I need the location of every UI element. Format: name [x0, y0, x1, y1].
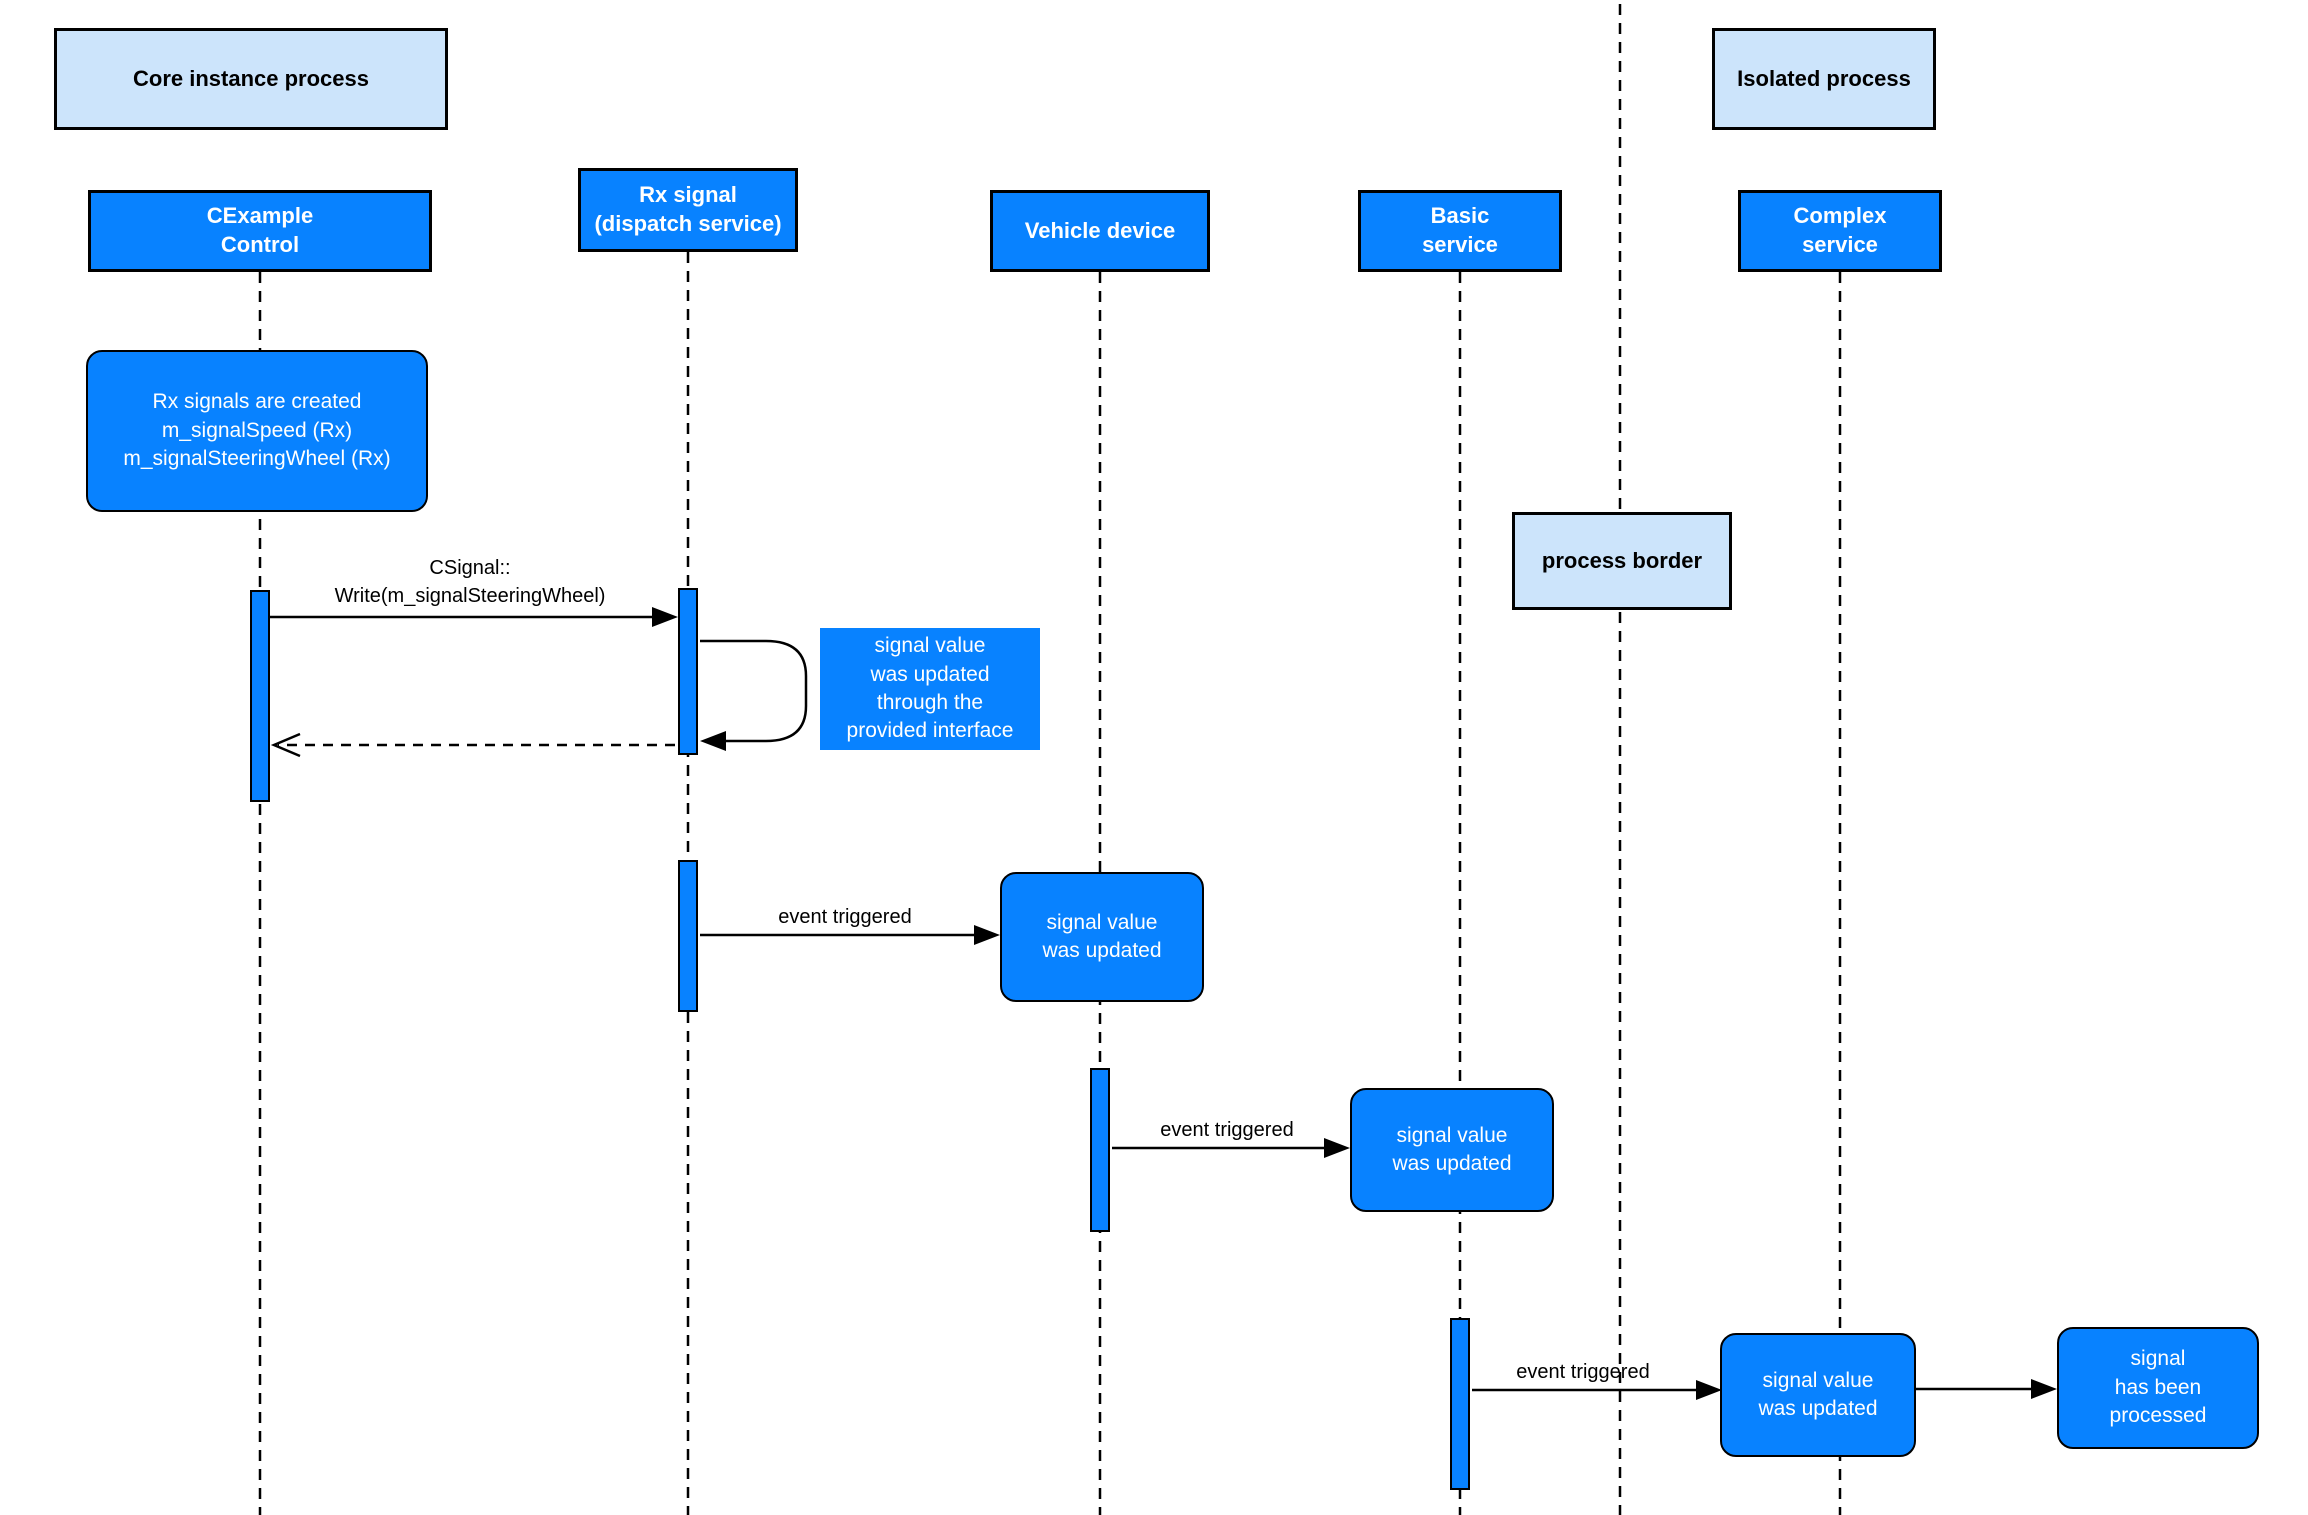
note-signal-updated-vehicle: signal value was updated	[1000, 872, 1204, 1002]
activation-cexample	[250, 590, 270, 802]
note-rx-signals-created: Rx signals are created m_signalSpeed (Rx…	[86, 350, 428, 512]
note-signal-processed: signal has been processed	[2057, 1327, 2259, 1449]
message-event-triggered-3-arrow	[1472, 1380, 1722, 1400]
lifeline-header-basic-service: Basic service	[1358, 190, 1562, 272]
message-write-steering-wheel-arrow	[270, 607, 678, 627]
activation-rx-signal-2	[678, 860, 698, 1012]
lifeline-header-complex-service: Complex service	[1738, 190, 1942, 272]
note-updated-through-interface: signal value was updated through the pro…	[820, 628, 1040, 750]
message-event-triggered-1-arrow	[700, 925, 1000, 945]
message-label-event-triggered-3: event triggered	[1516, 1361, 1650, 1383]
note-signal-updated-complex: signal value was updated	[1720, 1333, 1916, 1457]
message-label-write-steering-wheel: CSignal:: Write(m_signalSteeringWheel)	[334, 557, 606, 607]
message-forward-to-processed-arrow	[1916, 1379, 2057, 1399]
activation-basic	[1450, 1318, 1470, 1490]
message-label-event-triggered-2: event triggered	[1160, 1119, 1294, 1141]
lifeline-header-vehicle-device: Vehicle device	[990, 190, 1210, 272]
note-signal-updated-basic: signal value was updated	[1350, 1088, 1554, 1212]
activation-rx-signal-1	[678, 588, 698, 755]
lifeline-header-cexample-control: CExample Control	[88, 190, 432, 272]
lifeline-header-rx-signal: Rx signal (dispatch service)	[578, 168, 798, 252]
isolated-process-label: Isolated process	[1712, 28, 1936, 130]
message-label-event-triggered-1: event triggered	[778, 906, 912, 928]
core-process-label: Core instance process	[54, 28, 448, 130]
message-self-call-arrow	[700, 639, 808, 751]
process-border-label: process border	[1512, 512, 1732, 610]
activation-vehicle	[1090, 1068, 1110, 1232]
message-event-triggered-2-arrow	[1112, 1138, 1350, 1158]
message-return-arrow	[270, 732, 675, 758]
